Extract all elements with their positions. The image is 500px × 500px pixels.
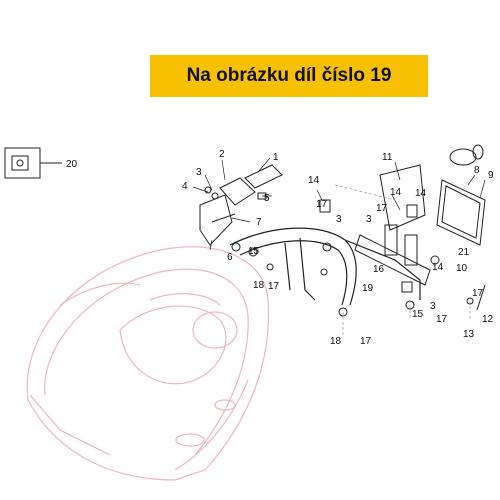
callout-13: 13 xyxy=(463,329,475,340)
callout-14c: 14 xyxy=(415,188,427,199)
callout-6: 6 xyxy=(227,252,233,263)
callout-1: 1 xyxy=(273,152,279,163)
callout-11: 11 xyxy=(382,152,393,163)
callout-labels: 1 2 3 4 5 6 7 8 9 10 11 12 13 14 14 14 1… xyxy=(66,149,494,347)
callout-15a: 15 xyxy=(248,246,260,257)
callout-17e: 17 xyxy=(472,288,484,299)
body-panel-outline xyxy=(26,246,270,481)
callout-19: 19 xyxy=(362,283,374,294)
callout-7: 7 xyxy=(256,217,262,228)
callout-17d: 17 xyxy=(436,314,448,325)
callout-17b: 17 xyxy=(376,203,388,214)
fasteners xyxy=(231,199,486,317)
callout-20: 20 xyxy=(66,159,78,170)
callout-17a: 17 xyxy=(316,199,328,210)
callout-21: 21 xyxy=(458,247,470,258)
part-20-clip xyxy=(4,147,62,179)
callout-3a: 3 xyxy=(196,167,202,178)
callout-3b: 3 xyxy=(336,214,342,225)
callout-18b: 18 xyxy=(330,336,342,347)
callout-14d: 14 xyxy=(432,262,444,273)
callout-5: 5 xyxy=(264,193,270,204)
callout-10: 10 xyxy=(456,263,468,274)
callout-3c: 3 xyxy=(366,214,372,225)
part-16-handle xyxy=(354,224,431,286)
title-banner: Na obrázku díl číslo 19 xyxy=(150,55,428,97)
part-19-rail xyxy=(229,227,421,306)
callout-8: 8 xyxy=(474,165,480,176)
lamp-assembly xyxy=(199,164,283,246)
callout-2: 2 xyxy=(219,149,225,160)
callout-17f: 17 xyxy=(360,336,372,347)
callout-3d: 3 xyxy=(430,301,436,312)
callout-14a: 14 xyxy=(308,175,320,186)
callout-18a: 18 xyxy=(253,280,265,291)
leader-lines xyxy=(192,157,486,251)
callout-9: 9 xyxy=(488,170,494,181)
callout-16: 16 xyxy=(373,264,385,275)
callout-17c: 17 xyxy=(268,281,280,292)
callout-15b: 15 xyxy=(412,309,424,320)
callout-12: 12 xyxy=(482,314,494,325)
callout-14b: 14 xyxy=(390,187,402,198)
plate-holder xyxy=(379,144,486,246)
dashed-guides xyxy=(334,184,471,335)
banner-text: Na obrázku díl číslo 19 xyxy=(186,65,392,86)
callout-4: 4 xyxy=(182,181,188,192)
